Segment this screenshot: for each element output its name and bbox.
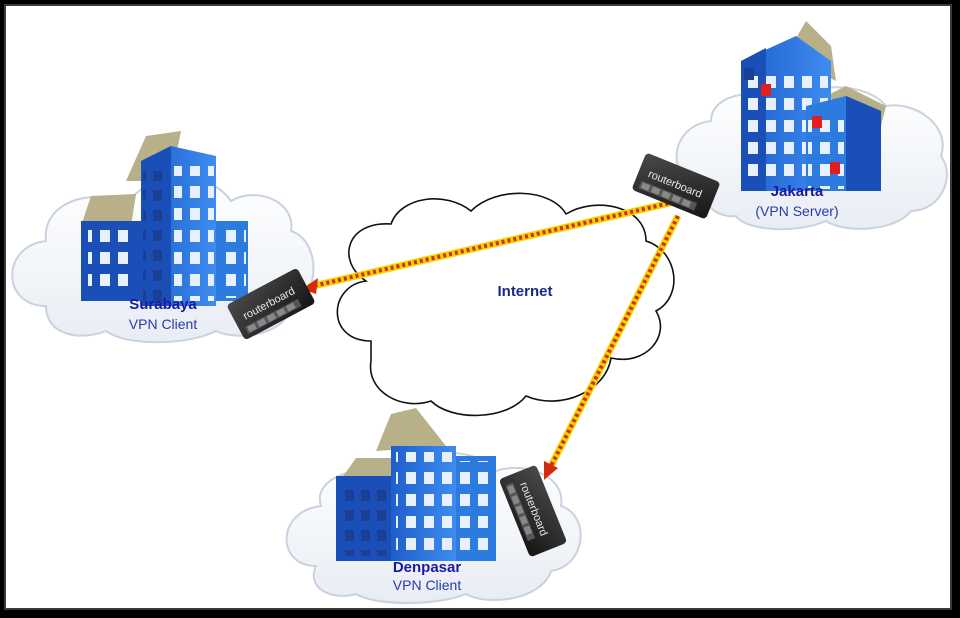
denpasar-name: Denpasar — [393, 559, 462, 576]
surabaya-buildings — [81, 131, 248, 306]
diagram-canvas: routerboard routerboard routerboard Inte… — [4, 4, 952, 610]
jakarta-buildings — [741, 21, 886, 191]
arrow-head-denpasar — [544, 461, 558, 480]
jakarta-role: (VPN Server) — [755, 203, 838, 219]
router-denpasar: routerboard — [499, 465, 567, 557]
internet-label: Internet — [497, 283, 552, 300]
denpasar-role: VPN Client — [393, 577, 462, 593]
vpn-tunnel-jakarta-denpasar — [544, 214, 682, 480]
internet-cloud — [336, 192, 675, 417]
vpn-topology-diagram: routerboard routerboard routerboard Inte… — [11, 21, 948, 604]
router-jakarta: routerboard — [632, 153, 720, 219]
surabaya-role: VPN Client — [129, 316, 198, 332]
surabaya-name: Surabaya — [129, 296, 197, 313]
denpasar-buildings — [336, 408, 496, 561]
jakarta-name: Jakarta — [771, 183, 824, 200]
